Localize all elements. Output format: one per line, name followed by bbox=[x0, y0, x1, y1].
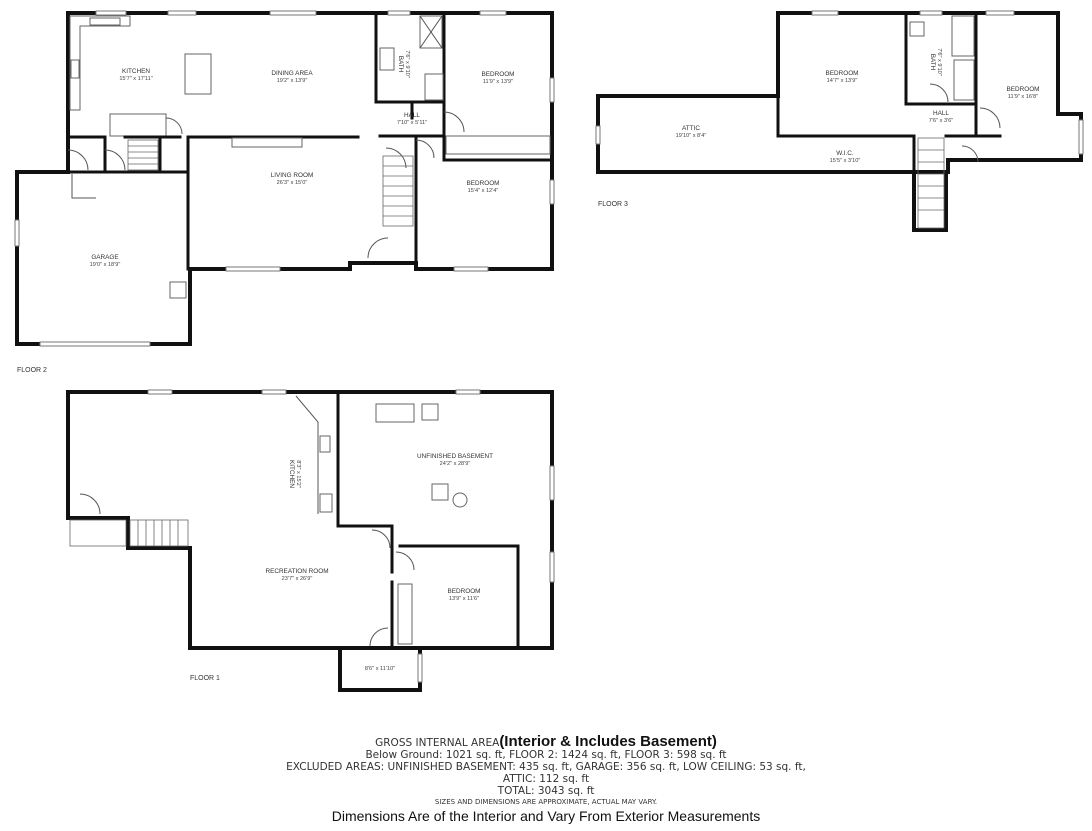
floor-3-wic-dim: 15'5" x 3'10" bbox=[830, 158, 861, 164]
floor-2-kitchen-name: KITCHEN bbox=[122, 68, 150, 75]
area-line-3: ATTIC: 112 sq. ft bbox=[502, 773, 590, 785]
floor-1-recreation-dim: 23'7" x 26'9" bbox=[282, 576, 313, 582]
floor-2-bath-name: BATH bbox=[397, 56, 404, 73]
floor-3-hall-name: HALL bbox=[933, 110, 949, 117]
area-line-2: EXCLUDED AREAS: UNFINISHED BASEMENT: 435… bbox=[286, 761, 806, 773]
floor-3-bedroom-w-name: BEDROOM bbox=[825, 70, 858, 77]
floor-1-bedroom-name: BEDROOM bbox=[447, 588, 480, 595]
floor-3-bedroom-e-name: BEDROOM bbox=[1006, 86, 1039, 93]
floor-2-living-dim: 26'3" x 15'0" bbox=[277, 180, 308, 186]
floor-2-label: FLOOR 2 bbox=[17, 367, 47, 374]
floor-3-plan: FLOOR 3 bbox=[595, 10, 1084, 232]
floor-1-label: FLOOR 1 bbox=[190, 675, 220, 682]
floor-1-kitchen-dim: 8'3" x 15'2" bbox=[295, 460, 301, 488]
floor-2-garage-name: GARAGE bbox=[91, 254, 118, 261]
floor-3-bedroom-w-dim: 14'7" x 13'9" bbox=[827, 78, 858, 84]
gross-area-title: GROSS INTERNAL AREA bbox=[375, 737, 500, 749]
floor-3-bath-name: BATH bbox=[929, 54, 936, 71]
floor-1-kitchen-name: KITCHEN bbox=[288, 460, 295, 488]
floor-2-bedroom-se-dim: 15'4" x 12'4" bbox=[468, 188, 499, 194]
floor-1-recreation-name: RECREATION ROOM bbox=[265, 568, 328, 575]
floor-2-garage-dim: 19'0" x 18'9" bbox=[90, 262, 121, 268]
floor-2-bedroom-ne-name: BEDROOM bbox=[481, 71, 514, 78]
floor-1-unfinished-name: UNFINISHED BASEMENT bbox=[417, 453, 493, 460]
floor-1-bedroom-dim: 13'9" x 11'6" bbox=[449, 596, 479, 602]
area-total: TOTAL: 3043 sq. ft bbox=[497, 785, 595, 797]
floor-2-bedroom-se-name: BEDROOM bbox=[466, 180, 499, 187]
area-disclaimer: SIZES AND DIMENSIONS ARE APPROXIMATE, AC… bbox=[434, 798, 658, 806]
floor-3-label: FLOOR 3 bbox=[598, 201, 628, 208]
floor-2-hall-dim: 7'10" x 5'11" bbox=[397, 120, 427, 126]
floor-2-dining-name: DINING AREA bbox=[271, 70, 313, 77]
floor-2-kitchen-dim: 15'7" x 17'11" bbox=[119, 76, 152, 82]
floor-3-wic-name: W.I.C. bbox=[836, 150, 854, 157]
floor-3-hall-dim: 7'6" x 3'6" bbox=[929, 118, 953, 124]
floor-2-hall-name: HALL bbox=[404, 112, 420, 119]
area-line-1: Below Ground: 1021 sq. ft, FLOOR 2: 1424… bbox=[365, 749, 727, 761]
dimensions-note: Dimensions Are of the Interior and Vary … bbox=[331, 808, 761, 824]
floor-1-unfinished-dim: 24'2" x 28'9" bbox=[440, 461, 471, 467]
floor-2-dining-dim: 19'2" x 13'9" bbox=[277, 78, 308, 84]
floor-2-bath-dim: 7'6" x 9'10" bbox=[404, 50, 410, 78]
floor-2-bedroom-ne-dim: 11'9" x 13'9" bbox=[483, 79, 513, 85]
gross-area-heading: GROSS INTERNAL AREA(Interior & Includes … bbox=[0, 733, 1092, 750]
floor-2-living-name: LIVING ROOM bbox=[271, 172, 314, 179]
area-summary: GROSS INTERNAL AREA(Interior & Includes … bbox=[0, 733, 1092, 825]
floor-3-attic-name: ATTIC bbox=[682, 125, 700, 132]
floor-3-attic-dim: 19'10" x 8'4" bbox=[676, 133, 707, 139]
floor-3-bath-dim: 7'6" x 9'10" bbox=[936, 48, 942, 76]
floor-2-plan: FLOOR 2 bbox=[14, 10, 555, 374]
floor-1-small-room-dim: 8'6" x 11'10" bbox=[365, 666, 395, 672]
floor-3-bedroom-e-dim: 11'9" x 16'8" bbox=[1008, 94, 1038, 100]
gross-area-title-note: (Interior & Includes Basement) bbox=[499, 733, 717, 750]
floor-1-plan: FLOOR 1 bbox=[66, 389, 555, 692]
